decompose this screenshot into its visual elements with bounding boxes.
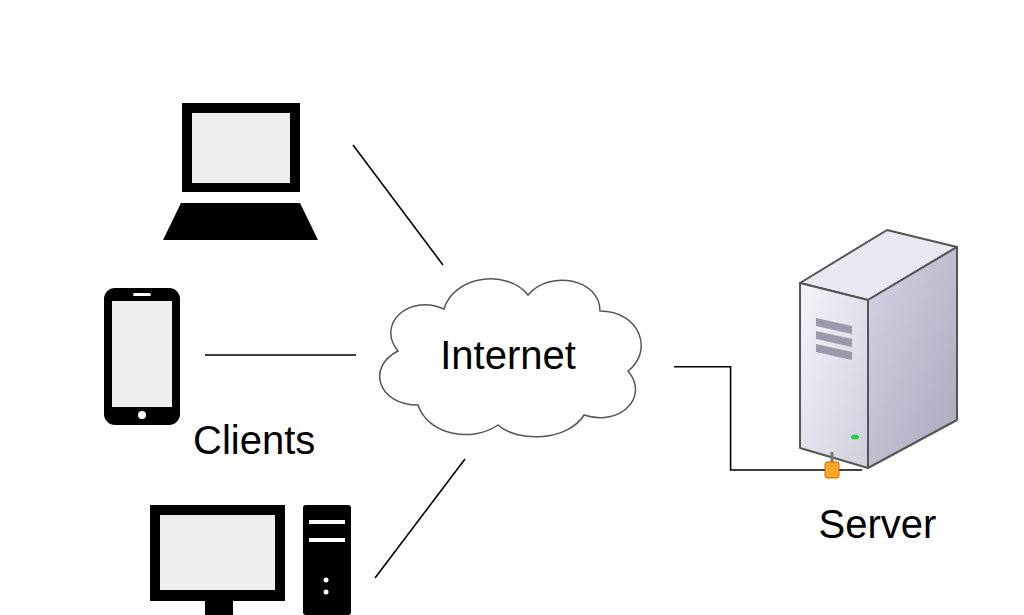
phone-icon — [104, 288, 180, 425]
laptop-wire — [353, 145, 443, 265]
desktop-wire — [375, 459, 465, 578]
server-label: Server — [819, 502, 937, 546]
desktop-icon — [150, 505, 351, 615]
cloud-shape — [380, 279, 642, 437]
server-node: Server — [790, 225, 965, 555]
cloud-node: Internet — [358, 265, 658, 445]
group-label: Clients — [193, 418, 315, 462]
network-connector — [674, 367, 790, 470]
phone-wire — [205, 354, 356, 356]
laptop-icon — [163, 103, 318, 240]
node-label: Internet — [440, 333, 576, 377]
